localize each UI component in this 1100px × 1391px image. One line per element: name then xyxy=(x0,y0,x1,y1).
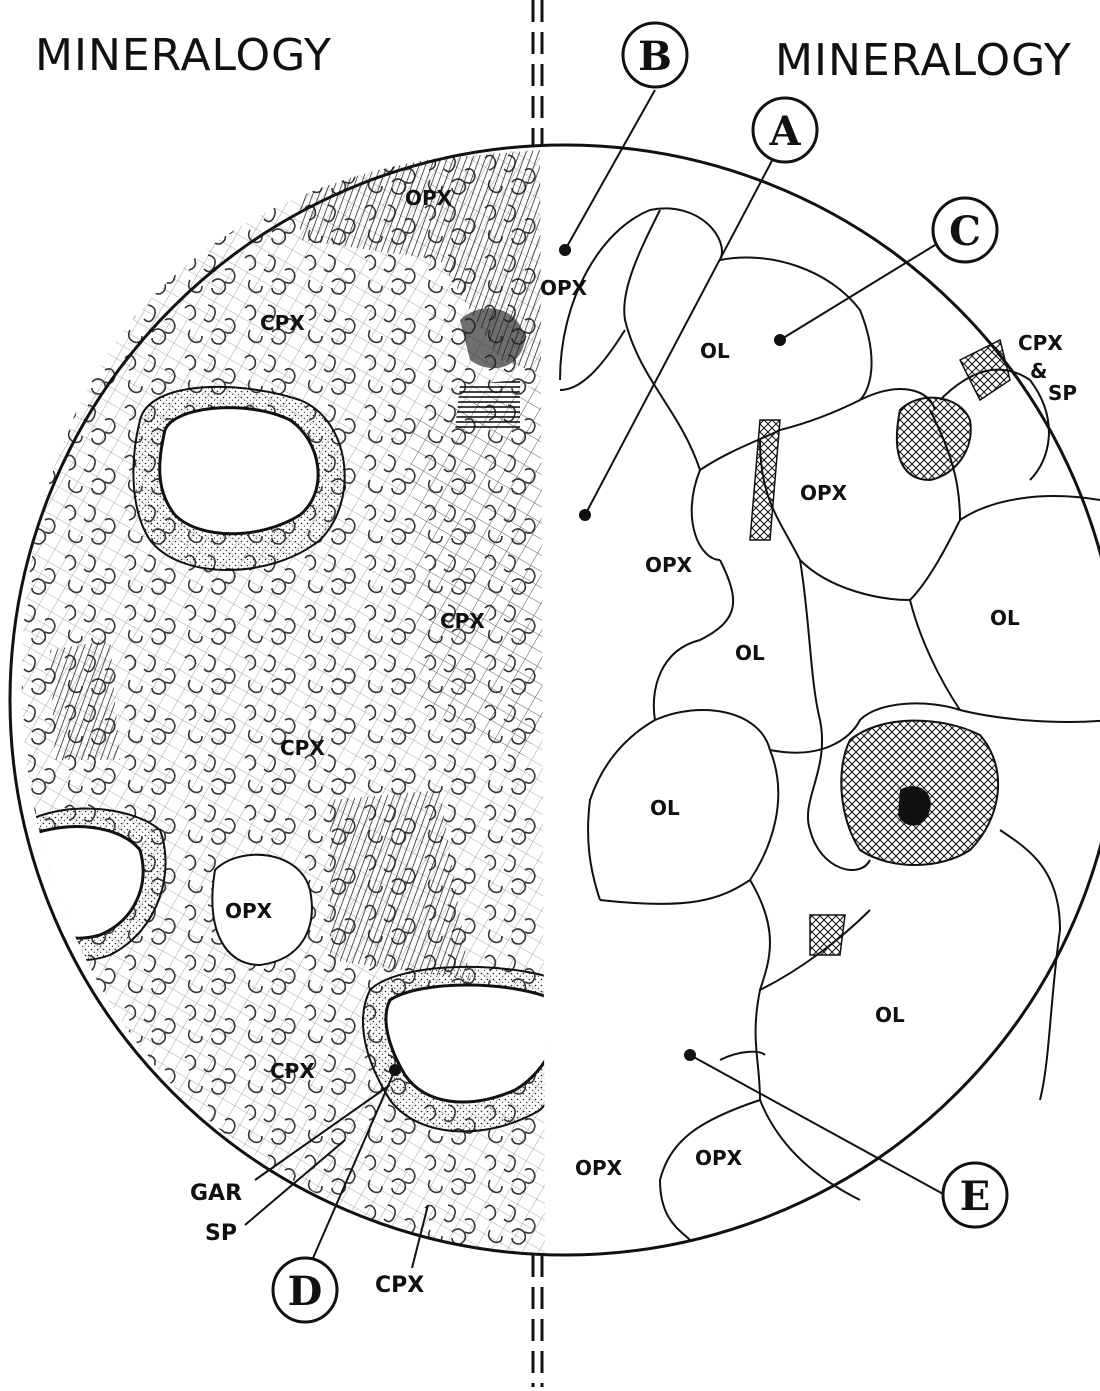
callout-a: A xyxy=(753,98,817,162)
mineral-label: CPX xyxy=(1018,331,1063,355)
callout-d: D xyxy=(273,1258,337,1322)
mineral-label: CPX xyxy=(280,736,325,760)
mineral-label: OL xyxy=(650,796,680,820)
mineral-label: OPX xyxy=(405,186,453,210)
callout-d-letter: D xyxy=(288,1268,323,1315)
mineral-label: OPX xyxy=(695,1146,743,1170)
callout-b-letter: B xyxy=(638,33,672,80)
mineral-label: CPX xyxy=(440,609,485,633)
callout-b: B xyxy=(623,23,687,87)
mineral-label: CPX xyxy=(260,311,305,335)
mineral-label: CPX xyxy=(270,1059,315,1083)
mineral-label: & xyxy=(1030,359,1047,383)
title-left: MINERALOGY xyxy=(35,30,332,81)
mineral-label: OPX xyxy=(645,553,693,577)
mineral-label: OL xyxy=(735,641,765,665)
mineral-label: OPX xyxy=(800,481,848,505)
mineral-label: OL xyxy=(700,339,730,363)
callout-e: E xyxy=(943,1163,1007,1227)
callout-a-letter: A xyxy=(768,108,801,155)
mineral-label: OPX xyxy=(575,1156,623,1180)
mineral-label: SP xyxy=(1048,381,1077,405)
mineral-label: OPX xyxy=(225,899,273,923)
mineral-label: OL xyxy=(875,1003,905,1027)
callout-e-letter: E xyxy=(960,1173,991,1220)
mineral-label: OPX xyxy=(540,276,588,300)
label-cpx: CPX xyxy=(375,1273,424,1298)
label-sp: SP xyxy=(205,1221,237,1246)
label-gar: GAR xyxy=(190,1181,242,1206)
callout-c: C xyxy=(933,198,997,262)
title-right: MINERALOGY xyxy=(775,35,1072,86)
mineral-label: OL xyxy=(990,606,1020,630)
callout-c-letter: C xyxy=(949,208,981,255)
